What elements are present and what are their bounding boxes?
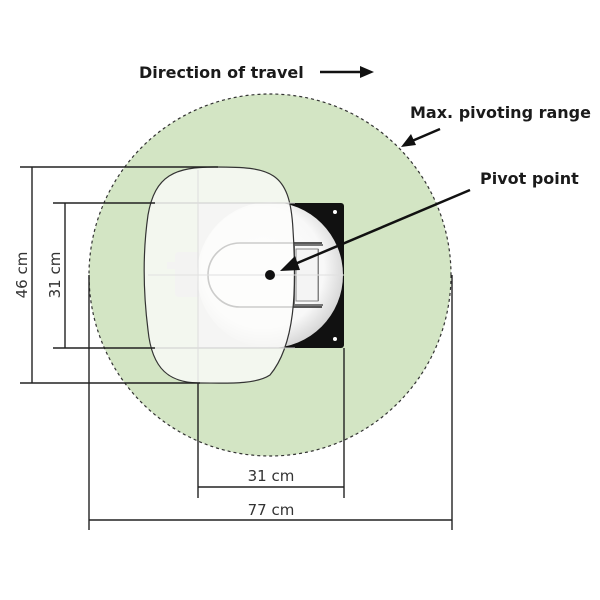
plate-screw [333, 337, 337, 341]
direction-arrow-icon [320, 66, 374, 78]
pivot-point-arrow-icon [280, 188, 471, 271]
dim-label-31cm-horizontal: 31 cm [248, 467, 295, 485]
dim-label-31cm-vertical: 31 cm [46, 252, 64, 299]
dim-label-46cm: 46 cm [13, 252, 31, 299]
plate-screw [333, 210, 337, 214]
pivot-point-label: Pivot point [480, 169, 579, 188]
pivot-range-arrow-icon [401, 127, 441, 147]
max-pivoting-range-label: Max. pivoting range [410, 103, 591, 122]
pivot-point-dot [265, 270, 275, 280]
direction-of-travel-label: Direction of travel [139, 63, 304, 82]
dim-label-77cm: 77 cm [248, 501, 295, 519]
